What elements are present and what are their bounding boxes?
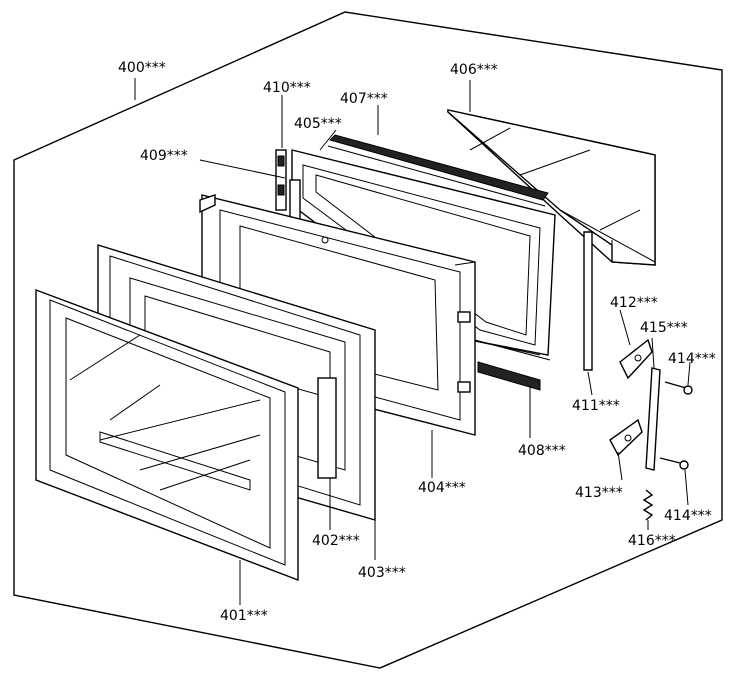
part-416-spring bbox=[642, 489, 654, 521]
part-412-latch bbox=[619, 338, 653, 380]
label-407: 407*** bbox=[340, 91, 388, 107]
label-414-bottom: 414*** bbox=[664, 508, 712, 524]
part-414-screw-bottom bbox=[659, 457, 689, 470]
part-413-latch bbox=[609, 418, 643, 457]
part-407-top-strip bbox=[327, 134, 549, 207]
leader-lines bbox=[134, 78, 691, 605]
label-414-top: 414*** bbox=[668, 351, 716, 367]
label-416: 416*** bbox=[628, 533, 676, 549]
label-402: 402*** bbox=[312, 533, 360, 549]
label-401: 401*** bbox=[220, 608, 268, 624]
label-410: 410*** bbox=[263, 80, 311, 96]
label-411: 411*** bbox=[572, 398, 620, 414]
assembly-boundary bbox=[13, 11, 723, 669]
part-401-outer-frame bbox=[35, 288, 299, 582]
part-411-rod bbox=[583, 231, 593, 371]
label-406: 406*** bbox=[450, 62, 498, 78]
part-414-screw-top bbox=[664, 381, 693, 395]
label-415: 415*** bbox=[640, 320, 688, 336]
label-404: 404*** bbox=[418, 480, 466, 496]
label-408: 408*** bbox=[518, 443, 566, 459]
part-415-long-rod bbox=[645, 367, 661, 471]
part-410-hinge-plate bbox=[275, 149, 287, 211]
label-413: 413*** bbox=[575, 485, 623, 501]
label-409: 409*** bbox=[140, 148, 188, 164]
part-408-lower-strip bbox=[474, 339, 551, 391]
label-405: 405*** bbox=[294, 116, 342, 132]
part-406-back-panel bbox=[447, 109, 656, 266]
label-400: 400*** bbox=[118, 60, 166, 76]
label-412: 412*** bbox=[610, 295, 658, 311]
label-403: 403*** bbox=[358, 565, 406, 581]
part-409-clip bbox=[289, 179, 301, 221]
